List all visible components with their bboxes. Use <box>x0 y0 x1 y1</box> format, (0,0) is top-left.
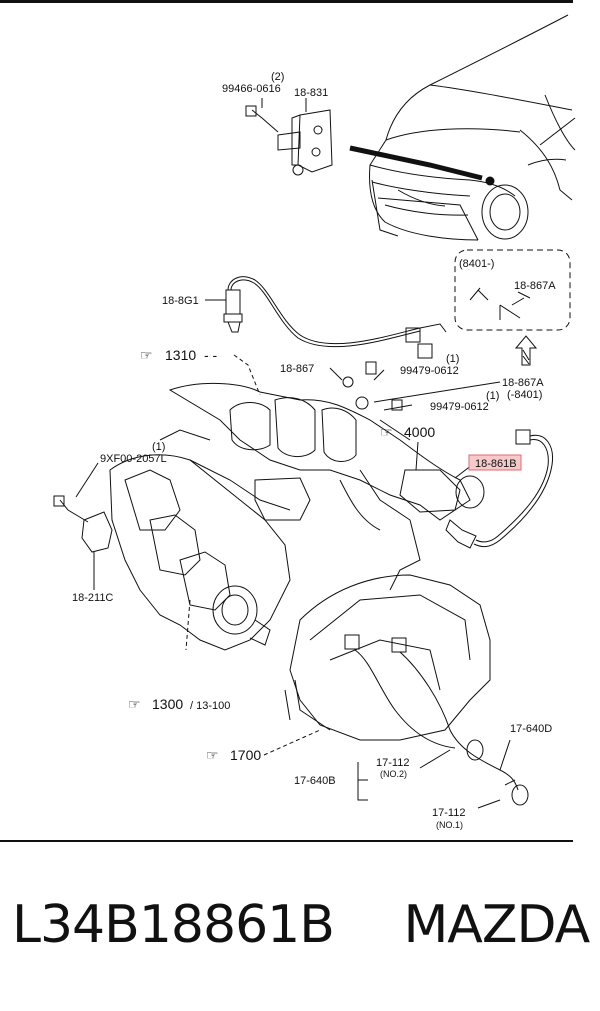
bolt-a-qty: (1) <box>446 353 459 365</box>
ref-transaxle-label: 1700 <box>230 747 261 763</box>
ref-intake-dash: - - <box>204 347 218 363</box>
target-oxygen-sensor-18-861B <box>445 429 554 549</box>
intake-manifold <box>109 429 291 651</box>
ref-manifold-label: 1300 <box>152 696 183 712</box>
knock-bolt-qty: (1) <box>152 441 165 453</box>
part-number: L34B18861B <box>12 895 335 955</box>
upper-sensor-label: 18-8G1 <box>162 295 199 307</box>
bottom-border <box>0 840 573 842</box>
ref-manifold-sub: / 13-100 <box>190 700 230 712</box>
ref-exhaust-label: 4000 <box>404 424 435 440</box>
knock-sensor-18-211C <box>53 495 113 553</box>
kit-range-label: (8401-) <box>459 258 494 270</box>
ref-exhaust-arrow: ☞ <box>380 424 393 440</box>
ref-manifold-arrow: ☞ <box>128 696 141 712</box>
kit-part-label: 18-867A <box>514 280 556 292</box>
vehicle-outline <box>369 14 576 241</box>
footer-caption: L34B18861B MAZDA <box>12 895 592 955</box>
knock-bolt-label: 9XF00-2057L <box>100 453 167 465</box>
highlight-box <box>468 454 522 471</box>
bracket-18-831 <box>245 105 333 176</box>
up-arrow <box>514 335 538 366</box>
ref-intake-arrow: ☞ <box>140 347 153 363</box>
hood-pointer-line <box>349 145 483 181</box>
bolt-b-qty: (1) <box>486 390 499 402</box>
kit-box <box>454 249 571 331</box>
engine-assembly <box>168 383 485 591</box>
location-dot <box>485 176 495 186</box>
ref-intake-label: 1310 <box>165 347 196 363</box>
bolt-a-label: 99479-0612 <box>400 365 459 377</box>
top-border <box>0 0 573 3</box>
ref-transaxle-arrow: ☞ <box>206 747 219 763</box>
harness-d-label: 17-640D <box>510 723 552 735</box>
top-bolt-label: 99466-0616 <box>222 83 281 95</box>
upper-oxygen-sensor <box>223 276 447 359</box>
brand-name: MAZDA <box>403 895 590 955</box>
switch-2-no: (NO.2) <box>380 769 407 779</box>
knock-sensor-label: 18-211C <box>72 592 113 604</box>
harness-b-label: 17-640B <box>294 775 336 787</box>
part-867a-range: (-8401) <box>507 389 542 401</box>
transaxle <box>284 574 529 806</box>
bracket-label: 18-831 <box>294 87 328 99</box>
part-867a-label: 18-867A <box>502 377 544 389</box>
bolt-b-label: 99479-0612 <box>430 401 489 413</box>
switch-1-label: 17-112 <box>432 807 465 819</box>
highlight-part-label: 18-861B <box>475 458 517 470</box>
switch-2-label: 17-112 <box>376 757 409 769</box>
exploded-parts-diagram: (2) 99466-0616 18-831 (8401-) 18-867A 18… <box>53 14 576 830</box>
sensor-18-867-label: 18-867 <box>280 363 314 375</box>
switch-1-no: (NO.1) <box>436 820 463 830</box>
top-bolt-qty: (2) <box>271 71 284 83</box>
